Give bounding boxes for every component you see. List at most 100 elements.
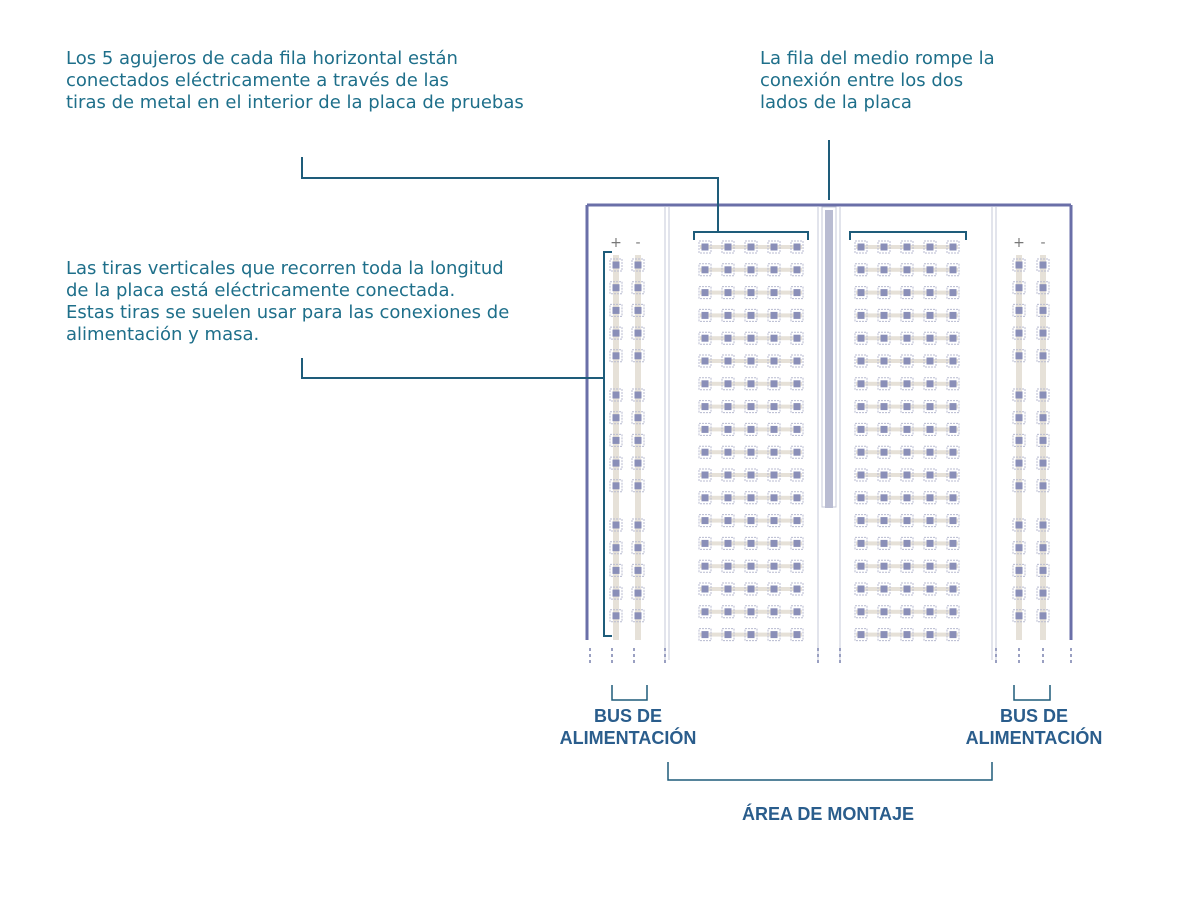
hole-right-12-1	[880, 517, 888, 525]
rail-hole-2-2	[1015, 306, 1023, 314]
hole-right-4-1-frame	[877, 331, 891, 345]
hole-right-17-2-frame	[900, 628, 914, 642]
rail-hole-2-10	[1015, 521, 1023, 529]
hole-right-2-2-frame	[900, 286, 914, 300]
hole-left-11-0	[701, 494, 709, 502]
hole-left-13-0-frame	[698, 536, 712, 550]
hole-left-5-1-frame	[721, 354, 735, 368]
hole-left-12-0-frame	[698, 514, 712, 528]
hole-right-12-2	[903, 517, 911, 525]
hole-left-5-4	[793, 357, 801, 365]
hole-right-4-0	[857, 334, 865, 342]
hole-left-4-0	[701, 334, 709, 342]
rail-hole-2-5	[1015, 391, 1023, 399]
hole-left-13-1	[724, 539, 732, 547]
hole-left-8-1-frame	[721, 422, 735, 436]
rail-hole-0-6	[612, 414, 620, 422]
rail-hole-3-0-frame	[1036, 258, 1050, 272]
rail-sign-plus: +	[1013, 235, 1025, 251]
hole-left-14-2-frame	[744, 559, 758, 573]
hole-left-10-2-frame	[744, 468, 758, 482]
hole-left-5-0	[701, 357, 709, 365]
rail-hole-1-4	[634, 352, 642, 360]
rail-hole-2-4	[1015, 352, 1023, 360]
rail-hole-0-2	[612, 306, 620, 314]
hole-left-10-3	[770, 471, 778, 479]
hole-left-13-3-frame	[767, 536, 781, 550]
hole-right-11-4	[949, 494, 957, 502]
hole-right-2-1	[880, 289, 888, 297]
rail-sign-plus: +	[610, 235, 622, 251]
hole-left-14-0	[701, 562, 709, 570]
hole-left-8-2-frame	[744, 422, 758, 436]
rail-hole-3-11	[1039, 544, 1047, 552]
hole-right-13-0-frame	[854, 536, 868, 550]
hole-right-2-4	[949, 289, 957, 297]
hole-left-13-2-frame	[744, 536, 758, 550]
rail-hole-1-1	[634, 284, 642, 292]
rail-hole-1-6	[634, 414, 642, 422]
hole-left-14-2	[747, 562, 755, 570]
hole-left-7-4-frame	[790, 400, 804, 414]
rail-hole-1-14	[634, 612, 642, 620]
hole-left-10-4	[793, 471, 801, 479]
hole-left-10-0-frame	[698, 468, 712, 482]
hole-right-16-4	[949, 608, 957, 616]
hole-right-16-0	[857, 608, 865, 616]
hole-right-12-4-frame	[946, 514, 960, 528]
hole-left-1-4-frame	[790, 263, 804, 277]
rail-hole-2-13-frame	[1012, 586, 1026, 600]
hole-left-16-1-frame	[721, 605, 735, 619]
hole-left-0-3-frame	[767, 240, 781, 254]
hole-right-14-4-frame	[946, 559, 960, 573]
rail-hole-1-13	[634, 589, 642, 597]
rail-hole-1-12-frame	[631, 563, 645, 577]
rail-hole-2-0-frame	[1012, 258, 1026, 272]
hole-left-0-2-frame	[744, 240, 758, 254]
rail-hole-0-10	[612, 521, 620, 529]
middle-channel-fill	[825, 210, 833, 508]
rail-hole-3-10-frame	[1036, 518, 1050, 532]
rail-hole-3-2-frame	[1036, 303, 1050, 317]
hole-left-16-3-frame	[767, 605, 781, 619]
bracket-row-right	[849, 231, 967, 240]
hole-right-11-1	[880, 494, 888, 502]
hole-left-4-4-frame	[790, 331, 804, 345]
hole-left-16-0-frame	[698, 605, 712, 619]
hole-right-5-1-frame	[877, 354, 891, 368]
rail-hole-3-1	[1039, 284, 1047, 292]
rail-hole-1-13-frame	[631, 586, 645, 600]
hole-right-8-0	[857, 425, 865, 433]
rail-hole-1-6-frame	[631, 411, 645, 425]
rail-hole-3-5-frame	[1036, 388, 1050, 402]
hole-right-10-4-frame	[946, 468, 960, 482]
hole-right-10-2	[903, 471, 911, 479]
rail-hole-3-7-frame	[1036, 433, 1050, 447]
hole-right-8-3-frame	[923, 422, 937, 436]
hole-right-5-3	[926, 357, 934, 365]
hole-left-6-4	[793, 380, 801, 388]
rail-hole-2-3	[1015, 329, 1023, 337]
hole-right-12-4	[949, 517, 957, 525]
rail-hole-0-5-frame	[609, 388, 623, 402]
hole-right-3-0-frame	[854, 308, 868, 322]
hole-right-16-3-frame	[923, 605, 937, 619]
hole-right-3-3	[926, 311, 934, 319]
hole-right-12-3	[926, 517, 934, 525]
hole-right-1-4-frame	[946, 263, 960, 277]
rail-hole-0-3	[612, 329, 620, 337]
hole-left-17-2	[747, 631, 755, 639]
rail-hole-1-3	[634, 329, 642, 337]
rail-hole-1-11-frame	[631, 541, 645, 555]
hole-right-1-3	[926, 266, 934, 274]
rail-hole-3-1-frame	[1036, 281, 1050, 295]
hole-right-6-0	[857, 380, 865, 388]
callout-horizontal-rows	[301, 157, 719, 232]
hole-right-14-0	[857, 562, 865, 570]
hole-left-6-0-frame	[698, 377, 712, 391]
rail-hole-1-10-frame	[631, 518, 645, 532]
hole-left-1-1	[724, 266, 732, 274]
hole-right-13-1	[880, 539, 888, 547]
rail-hole-2-8	[1015, 459, 1023, 467]
hole-right-14-4	[949, 562, 957, 570]
